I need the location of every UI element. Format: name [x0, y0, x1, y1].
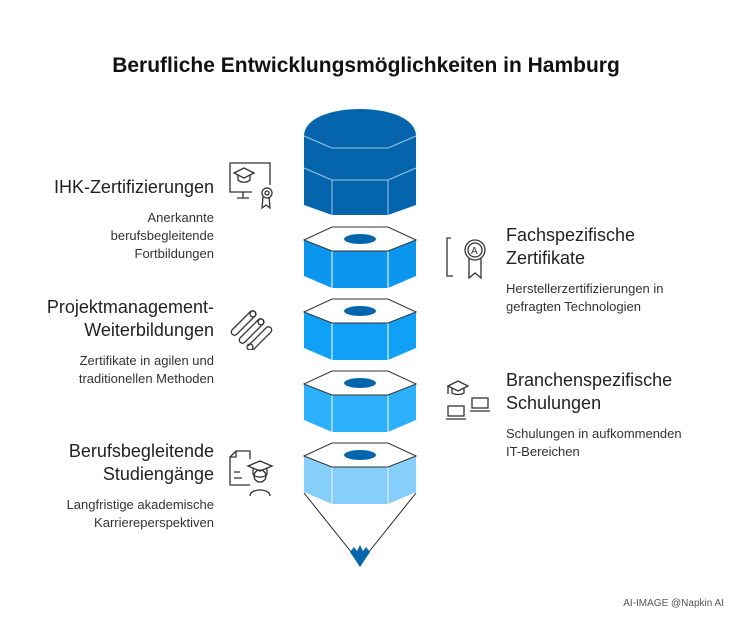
cone-lines: [303, 492, 417, 559]
item-desc: Herstellerzertifizierungen in gefragten …: [506, 281, 664, 314]
pipes-icon: [230, 310, 273, 350]
item-desc: Schulungen in aufkommenden IT-Bereichen: [506, 426, 682, 459]
segment-hole: [344, 306, 376, 316]
item-fachspezifisch: Fachspezifische Zertifikate Herstellerze…: [506, 224, 706, 316]
certificate-monitor-icon: [229, 162, 273, 210]
segment-edge: [331, 251, 389, 288]
top-block: [304, 109, 416, 215]
item-desc: Zertifikate in agilen und traditionellen…: [78, 353, 214, 386]
item-studiengaenge: Berufsbegleitende Studiengänge Langfrist…: [14, 440, 214, 532]
item-title: Projektmanagement-Weiterbildungen: [46, 297, 214, 340]
item-title: Fachspezifische Zertifikate: [506, 225, 636, 268]
cone-tip: [350, 545, 370, 567]
segment-edge: [331, 395, 389, 432]
segment-hole: [344, 378, 376, 388]
segment-edge: [331, 467, 389, 504]
item-desc: Langfristige akademische Karriereperspek…: [66, 497, 214, 530]
item-desc: Anerkannte berufsbegleitende Fortbildung…: [110, 210, 214, 261]
item-title: Berufsbegleitende Studiengänge: [68, 441, 214, 484]
item-projektmanagement: Projektmanagement-Weiterbildungen Zertif…: [14, 296, 214, 388]
top-block-edge: [303, 135, 417, 149]
award-badge-icon: A: [446, 237, 486, 280]
laptops-graduation-icon: [446, 380, 490, 420]
item-title: IHK-Zertifizierungen: [53, 177, 214, 197]
segment-hole: [344, 450, 376, 460]
svg-text:A: A: [471, 246, 478, 257]
segment-hole: [344, 234, 376, 244]
item-title: Branchenspezifische Schulungen: [506, 370, 673, 413]
item-branchenspezifisch: Branchenspezifische Schulungen Schulunge…: [506, 369, 706, 461]
student-document-icon: [229, 450, 274, 497]
top-block-edge: [303, 167, 417, 215]
footer-credit: AI-IMAGE @Napkin AI: [623, 598, 724, 609]
segment-edge: [331, 323, 389, 360]
page-title: Berufliche Entwicklungsmöglichkeiten in …: [112, 54, 620, 77]
item-ihk: IHK-Zertifizierungen Anerkannte berufsbe…: [14, 176, 214, 263]
